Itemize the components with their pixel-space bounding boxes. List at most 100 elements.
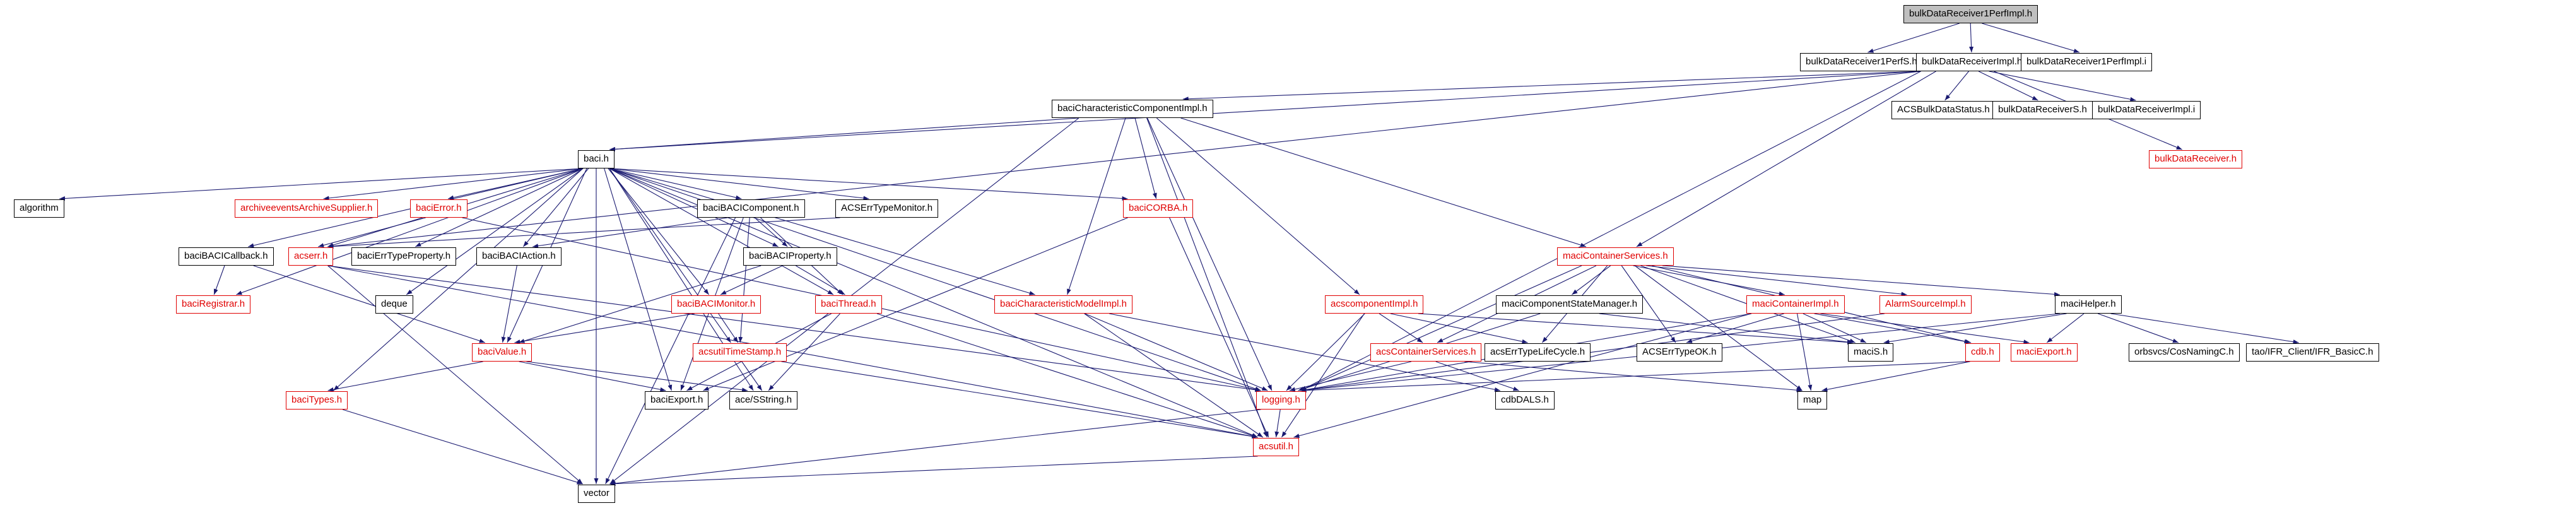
include-edge	[1662, 265, 2061, 297]
graph-node-map[interactable]: map	[1797, 391, 1828, 410]
include-edge	[1621, 265, 1676, 343]
include-edge	[609, 168, 834, 295]
include-edge	[609, 168, 1128, 201]
include-edge	[59, 168, 584, 201]
graph-node-bacivalue-h[interactable]: baciValue.h	[472, 343, 532, 362]
graph-node-maciexport-h[interactable]: maciExport.h	[2011, 343, 2078, 362]
graph-node-macicontainerservices-h[interactable]: maciContainerServices.h	[1557, 247, 1674, 266]
include-edge	[609, 456, 1258, 486]
graph-node-bacicharacteristiccomponentimpl-h[interactable]: baciCharacteristicComponentImpl.h	[1052, 100, 1213, 118]
include-edge	[1286, 313, 1365, 391]
graph-node-bacibacicomponent-h[interactable]: baciBACIComponent.h	[697, 199, 805, 218]
graph-node-bulkdatareceiver-h[interactable]: bulkDataReceiver.h	[2149, 150, 2243, 168]
graph-node-bulkdatareceiver1perfimpl-h[interactable]: bulkDataReceiver1PerfImpl.h	[1903, 5, 2038, 23]
graph-node-acscontainerservices-h[interactable]: acsContainerServices.h	[1370, 343, 1482, 362]
graph-node-macis-h[interactable]: maciS.h	[1848, 343, 1894, 362]
graph-node-bacithread-h[interactable]: baciThread.h	[815, 295, 882, 314]
graph-node-acserrtypeok-h[interactable]: ACSErrTypeOK.h	[1637, 343, 1722, 362]
include-edge	[236, 168, 584, 295]
include-edge	[1067, 117, 1126, 295]
graph-node-acsbulkdatastatus-h[interactable]: ACSBulkDataStatus.h	[1891, 101, 1996, 119]
include-edge	[514, 313, 695, 345]
graph-node-bacitypes-h[interactable]: baciTypes.h	[286, 391, 348, 410]
graph-node-acserrtypemonitor-h[interactable]: ACSErrTypeMonitor.h	[835, 199, 939, 218]
graph-node-bacierror-h[interactable]: baciError.h	[410, 199, 468, 218]
include-edge	[609, 168, 1035, 295]
graph-node-macihelper-h[interactable]: maciHelper.h	[2055, 295, 2122, 314]
include-edge	[703, 217, 1128, 391]
graph-node-cdb-h[interactable]: cdb.h	[1965, 343, 2000, 362]
graph-node-archiveeventsarchivesupplier-h[interactable]: archiveeventsArchiveSupplier.h	[235, 199, 379, 218]
graph-node-deque[interactable]: deque	[375, 295, 413, 314]
include-edge	[327, 265, 1261, 392]
include-edge	[1300, 313, 1885, 392]
graph-node-acscomponentimpl-h[interactable]: acscomponentImpl.h	[1325, 295, 1424, 314]
graph-node-macicomponentstatemanager-h[interactable]: maciComponentStateManager.h	[1496, 295, 1644, 314]
graph-node-bulkdatareceiver1perfimpl-i[interactable]: bulkDataReceiver1PerfImpl.i	[2021, 53, 2153, 71]
graph-node-baciexport-h[interactable]: baciExport.h	[645, 391, 709, 410]
include-edge	[1182, 71, 1921, 102]
include-edge	[720, 265, 783, 295]
graph-node-cdbdals-h[interactable]: cdbDALS.h	[1495, 391, 1555, 410]
include-edge	[1944, 71, 1969, 101]
include-edge	[2098, 313, 2179, 343]
graph-node-acsutiltimestamp-h[interactable]: acsutilTimeStamp.h	[693, 343, 787, 362]
include-edge	[1379, 313, 1423, 343]
include-edge	[1572, 265, 1611, 295]
include-edge	[609, 168, 869, 201]
include-edge	[1300, 265, 1582, 391]
include-edge	[738, 217, 750, 343]
include-edge	[718, 313, 739, 343]
graph-node-macicontainerimpl-h[interactable]: maciContainerImpl.h	[1746, 295, 1845, 314]
graph-node-tao-ifr-client-ifr-basicc-h[interactable]: tao/IFR_Client/IFR_BasicC.h	[2246, 343, 2379, 362]
graph-node-acserr-h[interactable]: acserr.h	[288, 247, 334, 266]
include-edge	[327, 361, 483, 392]
graph-node-orbsvcs-cosnamingc-h[interactable]: orbsvcs/CosNamingC.h	[2129, 343, 2240, 362]
graph-node-bulkdatareceiverimpl-h[interactable]: bulkDataReceiverImpl.h	[1916, 53, 2028, 71]
include-edge	[1084, 313, 1264, 438]
graph-node-bacibacimonitor-h[interactable]: baciBACIMonitor.h	[671, 295, 762, 314]
graph-node-baci-h[interactable]: baci.h	[578, 150, 615, 168]
include-edge	[1646, 265, 1907, 297]
graph-node-bacibaciproperty-h[interactable]: baciBACIProperty.h	[743, 247, 837, 266]
graph-node-vector[interactable]: vector	[578, 485, 615, 503]
include-edge	[609, 168, 731, 343]
graph-node-bacierrtypeproperty-h[interactable]: baciErrTypeProperty.h	[351, 247, 457, 266]
graph-node-bacicharacteristicmodelimpl-h[interactable]: baciCharacteristicModelImpl.h	[994, 295, 1132, 314]
graph-node-acserrtypelifecycle-h[interactable]: acsErrTypeLifeCycle.h	[1485, 343, 1591, 362]
include-edge	[327, 265, 583, 485]
include-edge	[608, 168, 710, 295]
graph-node-bulkdatareceiverimpl-i[interactable]: bulkDataReceiverImpl.i	[2092, 101, 2201, 119]
graph-node-bulkdatareceiver1perfs-h[interactable]: bulkDataReceiver1PerfS.h	[1800, 53, 1923, 71]
graph-node-logging-h[interactable]: logging.h	[1256, 391, 1306, 410]
graph-node-bacibaciaction-h[interactable]: baciBACIAction.h	[476, 247, 562, 266]
graph-node-algorithm[interactable]: algorithm	[14, 199, 64, 218]
graph-node-baciregistrar-h[interactable]: baciRegistrar.h	[176, 295, 251, 314]
include-edge	[609, 168, 742, 200]
include-edge	[1300, 71, 1921, 391]
include-edge	[741, 361, 763, 391]
graph-node-bacicorba-h[interactable]: baciCORBA.h	[1123, 199, 1194, 218]
include-edge	[1969, 23, 1974, 53]
include-edge	[1821, 361, 1970, 392]
include-edge	[1883, 313, 2067, 345]
graph-node-acsutil-h[interactable]: acsutil.h	[1253, 438, 1300, 456]
include-edge	[796, 265, 845, 295]
include-edge	[1418, 313, 1854, 345]
include-edge	[1180, 117, 1587, 247]
include-edge	[253, 265, 485, 343]
graph-node-alarmsourceimpl-h[interactable]: AlarmSourceImpl.h	[1879, 295, 1972, 314]
graph-node-ace-sstring-h[interactable]: ace/SString.h	[729, 391, 798, 410]
include-edge	[1435, 361, 1519, 391]
include-edge	[605, 217, 736, 485]
include-edge	[1814, 313, 1972, 344]
graph-node-bacibacicallback-h[interactable]: baciBACICallback.h	[179, 247, 274, 266]
include-edge	[327, 71, 1921, 249]
include-edge	[1146, 117, 1273, 391]
graph-node-bulkdatareceivers-h[interactable]: bulkDataReceiverS.h	[1992, 101, 2093, 119]
include-edge	[406, 168, 584, 295]
include-edge	[526, 361, 748, 392]
include-edge	[1803, 313, 1867, 343]
